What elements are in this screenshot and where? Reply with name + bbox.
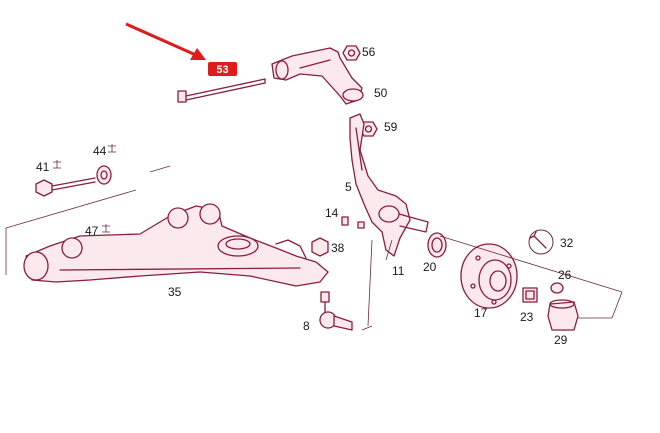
wheel-hub	[460, 243, 518, 309]
label-markers	[53, 144, 116, 233]
pointer-arrow	[125, 22, 206, 60]
upper-bolt	[177, 78, 266, 103]
svg-text:53: 53	[216, 64, 228, 76]
nut-56	[342, 45, 361, 61]
callout-47: 47	[85, 224, 99, 238]
lower-control-arm	[23, 203, 329, 287]
callout-26: 26	[558, 268, 572, 282]
callout-labels: 56 50 59 5 14 41 44 47 38 11 20 32 26 35…	[36, 45, 574, 347]
callout-14: 14	[325, 206, 339, 220]
highlight-callout-53[interactable]: 53	[208, 62, 237, 76]
grease-cap-29	[547, 299, 579, 331]
callout-41: 41	[36, 160, 50, 174]
callout-11: 11	[392, 264, 405, 278]
washer-44	[96, 165, 112, 185]
steering-knuckle	[349, 113, 429, 257]
bolt-14	[341, 216, 365, 229]
callout-8: 8	[303, 319, 310, 333]
nut-38	[311, 237, 329, 257]
ball-joint-8	[319, 291, 353, 331]
callout-17: 17	[474, 306, 488, 320]
callout-38: 38	[331, 241, 345, 255]
callout-23: 23	[520, 310, 534, 324]
bolt-41	[35, 177, 96, 197]
callout-44: 44	[93, 144, 107, 158]
upper-control-arm	[271, 47, 364, 105]
callout-50: 50	[374, 86, 388, 100]
callout-35: 35	[168, 285, 182, 299]
callout-56: 56	[362, 45, 376, 59]
callout-59: 59	[384, 120, 398, 134]
seal-20	[427, 232, 447, 258]
callout-5: 5	[345, 180, 352, 194]
callout-29: 29	[554, 333, 568, 347]
nut-23	[522, 287, 538, 303]
cap-26	[550, 282, 564, 294]
frame-lines	[5, 165, 623, 331]
callout-32: 32	[560, 236, 574, 250]
callout-20: 20	[423, 260, 437, 274]
wrench-icon	[528, 229, 554, 255]
